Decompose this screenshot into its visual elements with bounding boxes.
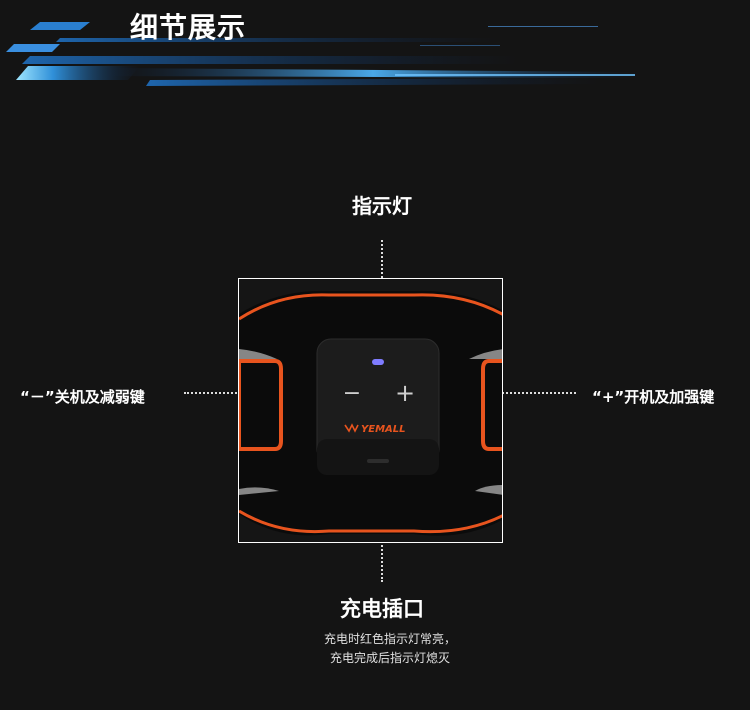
plus-key-icon[interactable]: + [395,379,415,407]
minus-key-label: “－”关机及减弱键 [20,388,145,406]
minus-key-icon[interactable]: − [343,381,361,406]
charging-note-line2: 充电完成后指示灯熄灭 [329,651,450,665]
section-title: 细节展示 [130,11,247,44]
indicator-light-icon [372,359,384,365]
charging-port-icon [367,459,389,463]
header-light-streaks [6,22,640,86]
product-detail-photo: − + YEMALL [238,278,503,543]
brand-logo: YEMALL [344,423,406,435]
charging-note-line1: 充电时红色指示灯常亮， [323,632,456,646]
indicator-label: 指示灯 [352,194,412,218]
charging-port-label: 充电插口 [340,597,424,621]
plus-key-label: “+”开机及加强键 [592,388,715,406]
brand-logo-text: YEMALL [361,424,406,435]
